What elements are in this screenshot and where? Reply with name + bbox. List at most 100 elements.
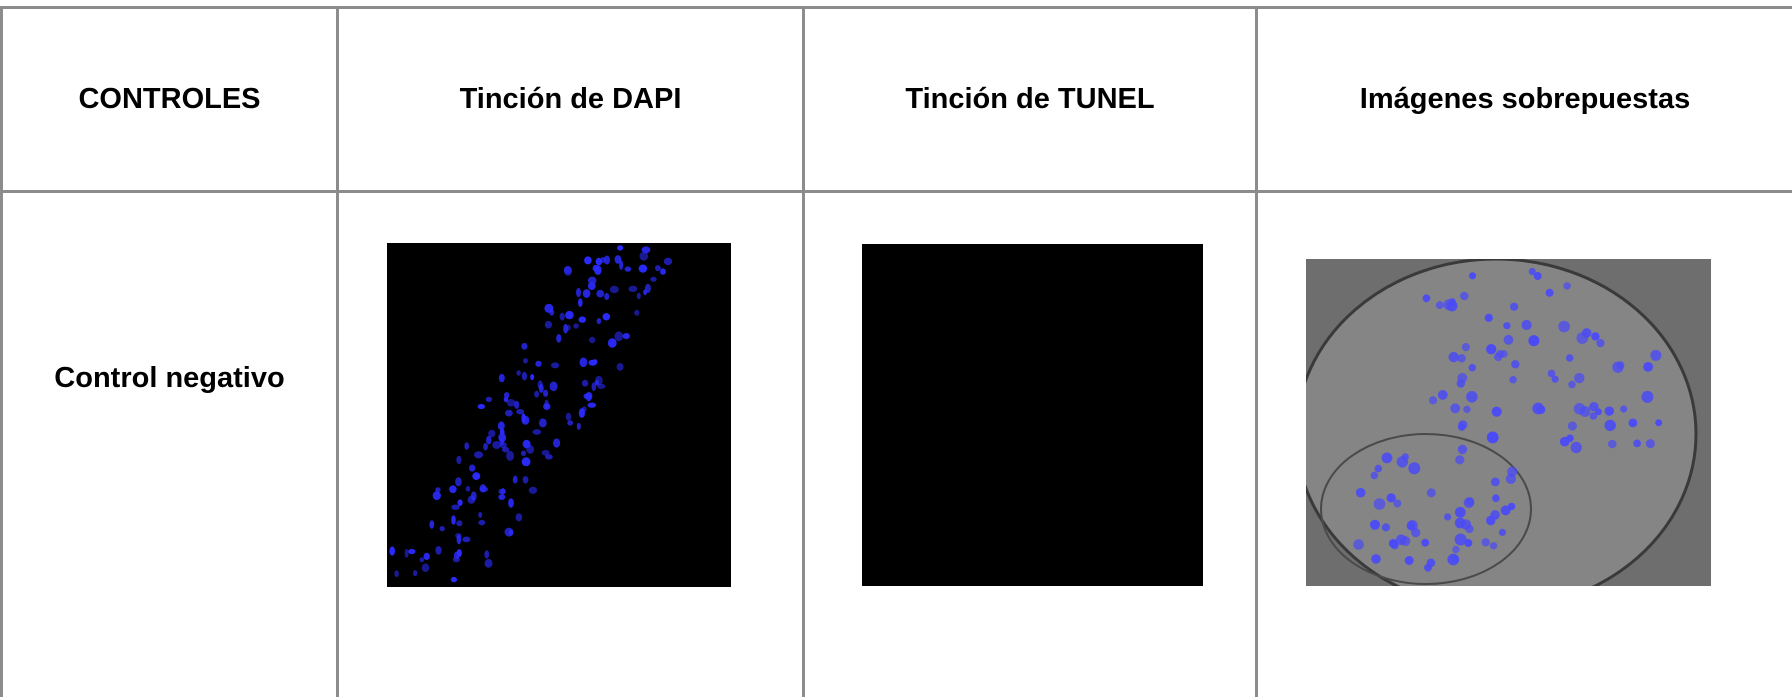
dapi-nucleus [576,287,581,298]
dapi-nucleus [404,548,409,558]
dapi-nucleus [520,450,527,457]
overlay-nucleus [1509,376,1517,384]
overlay-nucleus [1393,499,1402,508]
overlay-nucleus [1465,497,1475,506]
overlay-nucleus [1570,441,1582,454]
dapi-nucleus [592,264,599,272]
overlay-nucleus [1371,554,1381,564]
overlay-nucleus [1589,412,1598,420]
dapi-nucleus [506,450,515,461]
overlay-nucleus [1500,350,1508,358]
dapi-nucleus [650,276,657,282]
overlay-nucleus [1424,563,1432,572]
dapi-nucleus [429,520,435,529]
dapi-nucleus [413,570,418,577]
overlay-nucleus [1507,502,1516,511]
dapi-nucleus [576,422,581,430]
dapi-nucleus [479,484,487,493]
overlay-nucleus [1490,510,1500,520]
dapi-nucleus [553,438,561,448]
dapi-nucleus [567,420,574,426]
overlay-image [1306,259,1711,586]
overlay-nucleus [1533,272,1542,280]
overlay-nucleus [1489,542,1498,550]
dapi-nucleus [563,323,568,334]
tunel-stain-image [862,244,1203,586]
overlay-nucleus [1503,322,1511,330]
dapi-nucleus [609,285,619,294]
dapi-nucleus [423,552,430,560]
overlay-nucleus [1353,539,1364,550]
overlay-nucleus [1567,421,1577,431]
overlay-nucleus [1604,419,1616,432]
dapi-nucleus [596,318,602,325]
dapi-nucleus [549,381,558,392]
overlay-nucleus [1484,313,1493,322]
overlay-nucleus [1456,379,1465,388]
dapi-nucleus [503,392,510,399]
dapi-nucleus [530,374,535,381]
tissue-inner-structure [1320,433,1532,585]
dapi-nucleus [582,289,591,298]
dapi-nucleus [515,513,523,522]
overlay-nucleus [1558,320,1570,333]
overlay-nucleus [1604,406,1614,416]
overlay-nucleus [1355,487,1366,498]
overlay-nucleus [1486,431,1499,444]
overlay-nucleus [1465,524,1474,534]
overlay-nucleus [1579,406,1591,417]
dapi-nucleus [581,379,589,387]
overlay-nucleus [1620,405,1628,413]
dapi-nucleus [559,312,565,321]
dapi-nucleus [456,520,463,527]
dapi-nucleus [565,310,574,320]
dapi-nucleus [641,246,651,254]
dapi-nucleus [616,363,624,371]
dapi-nucleus [622,333,630,340]
table-border-left [0,6,3,697]
dapi-nucleus [486,435,492,445]
dapi-nucleus [469,464,476,472]
table-border-header-bottom [0,190,1792,193]
dapi-nucleus [655,265,661,272]
dapi-nucleus [639,251,649,261]
dapi-nucleus [521,371,527,381]
dapi-nucleus [523,358,528,364]
dapi-nucleus [660,268,666,275]
dapi-nucleus [565,412,572,421]
dapi-nucleus [579,357,588,368]
dapi-nucleus [508,498,514,508]
dapi-nucleus [604,293,610,300]
overlay-nucleus [1594,408,1602,416]
dapi-nucleus [663,257,673,266]
dapi-nucleus [439,526,445,532]
dapi-nucleus [394,570,399,578]
overlay-nucleus [1574,372,1585,384]
overlay-nucleus [1395,534,1407,546]
overlay-nucleus [1408,462,1421,475]
overlay-nucleus [1530,335,1538,343]
dapi-nucleus [514,400,520,409]
dapi-nucleus [516,409,524,415]
overlay-nucleus [1645,439,1655,449]
dapi-nucleus [464,442,469,450]
dapi-nucleus [506,399,516,407]
overlay-nucleus [1381,523,1390,532]
dapi-nucleus [585,391,592,402]
dapi-nucleus [522,476,529,484]
dapi-nucleus [607,338,617,348]
overlay-nucleus [1608,439,1617,449]
dapi-nucleus [451,515,456,525]
overlay-nucleus [1650,349,1662,361]
tissue-section [1306,259,1698,586]
dapi-nucleus [472,472,481,480]
dapi-nucleus [521,415,530,425]
overlay-nucleus [1486,344,1497,355]
overlay-nucleus [1370,519,1380,530]
dapi-nucleus [544,399,549,409]
overlay-nucleus [1633,439,1641,448]
dapi-nucleus [573,323,579,329]
overlay-nucleus [1396,456,1408,468]
overlay-nucleus [1457,354,1466,363]
overlay-nucleus [1596,339,1605,348]
